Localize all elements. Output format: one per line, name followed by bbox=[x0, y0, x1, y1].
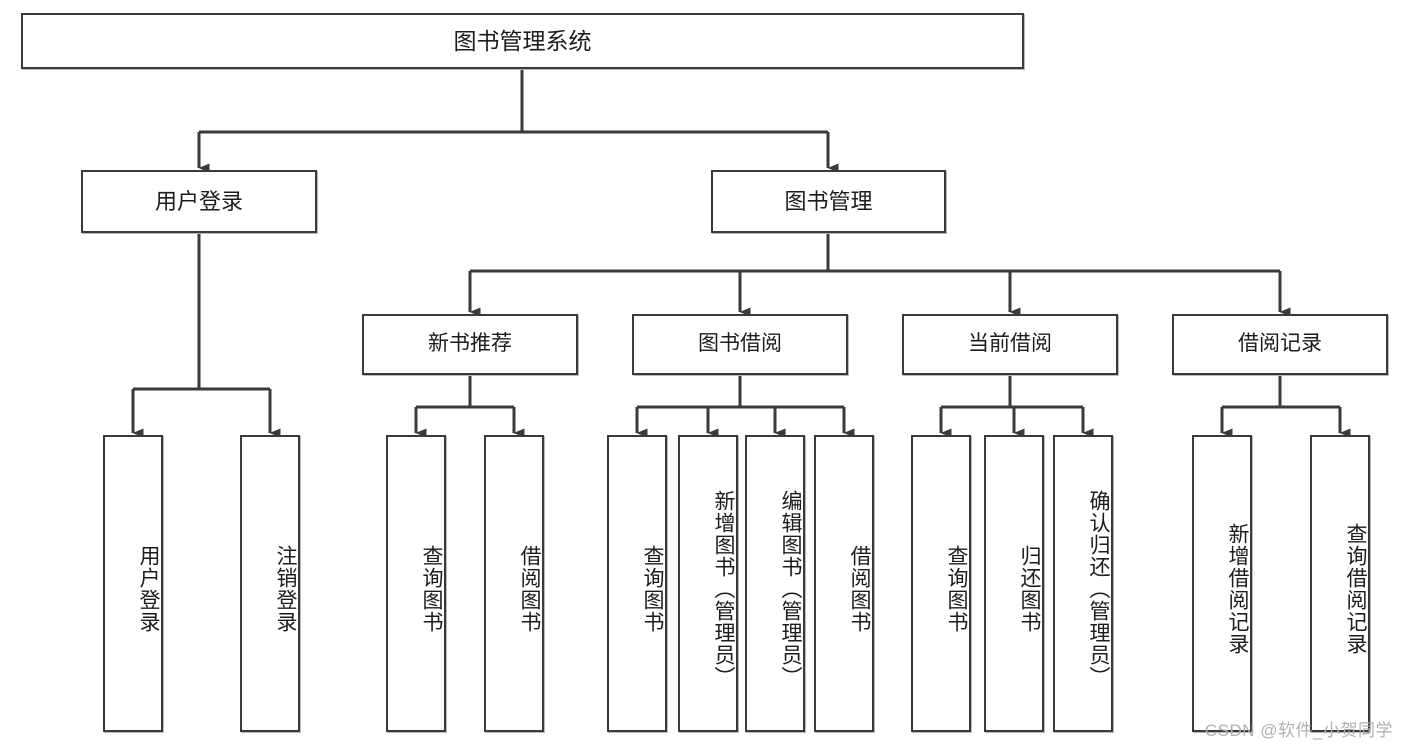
node-confirm-return-admin-label: 确认归还（管理员） bbox=[1087, 489, 1110, 688]
node-borrow-record-label: 借阅记录 bbox=[1238, 332, 1322, 356]
node-query-book-recommend[interactable]: 查询图书 bbox=[386, 435, 446, 732]
node-borrow-book-borrow-label: 借阅图书 bbox=[848, 544, 871, 633]
node-query-borrow-record-label: 查询借阅记录 bbox=[1344, 522, 1367, 655]
node-user-login-leaf[interactable]: 用户登录 bbox=[103, 435, 163, 732]
node-query-book-borrow-label: 查询图书 bbox=[641, 544, 664, 633]
node-borrow-book-recommend-label: 借阅图书 bbox=[518, 544, 541, 633]
node-add-borrow-record[interactable]: 新增借阅记录 bbox=[1192, 435, 1252, 732]
node-add-borrow-record-label: 新增借阅记录 bbox=[1226, 522, 1249, 655]
connector-lines bbox=[131, 69, 1351, 438]
node-user-logout-leaf-label: 注销登录 bbox=[274, 544, 297, 633]
node-user-logout-leaf[interactable]: 注销登录 bbox=[240, 435, 300, 732]
node-query-book-current-label: 查询图书 bbox=[945, 544, 968, 633]
node-book-borrow[interactable]: 图书借阅 bbox=[632, 314, 848, 375]
node-current-borrow[interactable]: 当前借阅 bbox=[902, 314, 1118, 375]
node-root[interactable]: 图书管理系统 bbox=[21, 13, 1024, 69]
node-book-management-label: 图书管理 bbox=[784, 188, 873, 214]
node-add-book-admin-label: 新增图书（管理员） bbox=[712, 489, 735, 688]
node-book-management[interactable]: 图书管理 bbox=[711, 170, 946, 233]
node-query-book-current[interactable]: 查询图书 bbox=[911, 435, 971, 732]
node-borrow-book-borrow[interactable]: 借阅图书 bbox=[814, 435, 874, 732]
watermark: CSDN @软件_小贺同学 bbox=[1204, 721, 1393, 740]
node-confirm-return-admin[interactable]: 确认归还（管理员） bbox=[1053, 435, 1113, 732]
node-user-login-label: 用户登录 bbox=[154, 188, 243, 214]
node-edit-book-admin[interactable]: 编辑图书（管理员） bbox=[745, 435, 805, 732]
node-new-book-recommend[interactable]: 新书推荐 bbox=[362, 314, 578, 375]
node-new-book-recommend-label: 新书推荐 bbox=[428, 332, 512, 356]
node-borrow-book-recommend[interactable]: 借阅图书 bbox=[484, 435, 544, 732]
node-borrow-record[interactable]: 借阅记录 bbox=[1172, 314, 1388, 375]
node-query-book-recommend-label: 查询图书 bbox=[420, 544, 443, 633]
node-edit-book-admin-label: 编辑图书（管理员） bbox=[779, 489, 802, 688]
node-add-book-admin[interactable]: 新增图书（管理员） bbox=[678, 435, 738, 732]
node-book-borrow-label: 图书借阅 bbox=[698, 332, 782, 356]
node-query-borrow-record[interactable]: 查询借阅记录 bbox=[1310, 435, 1370, 732]
node-return-book-current-label: 归还图书 bbox=[1018, 544, 1041, 633]
node-user-login-leaf-label: 用户登录 bbox=[137, 544, 160, 633]
node-query-book-borrow[interactable]: 查询图书 bbox=[607, 435, 667, 732]
node-current-borrow-label: 当前借阅 bbox=[968, 332, 1052, 356]
node-root-label: 图书管理系统 bbox=[453, 27, 592, 54]
node-return-book-current[interactable]: 归还图书 bbox=[984, 435, 1044, 732]
node-user-login[interactable]: 用户登录 bbox=[81, 170, 317, 233]
